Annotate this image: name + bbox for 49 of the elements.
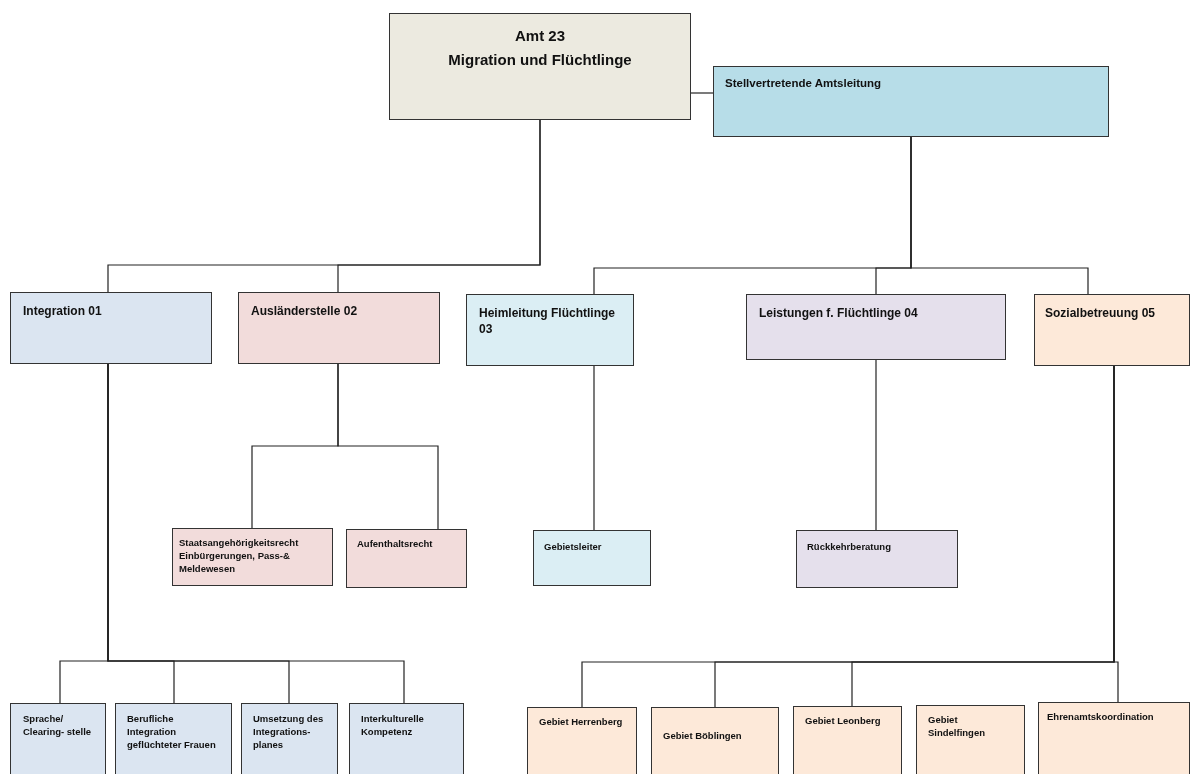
unit-title: Gebiet Herrenberg xyxy=(539,716,624,729)
unit-title: Berufliche Integration geflüchteter Frauen xyxy=(127,713,217,752)
org-box xyxy=(349,703,464,774)
org-box xyxy=(466,294,634,366)
unit-title: Aufenthaltsrecht xyxy=(357,538,434,551)
connector-line xyxy=(337,363,439,530)
connector-line xyxy=(910,136,1089,295)
connector-line xyxy=(337,119,541,293)
org-box xyxy=(1034,294,1190,366)
org-box xyxy=(115,703,232,774)
unit-title: Rückkehrberatung xyxy=(807,541,892,554)
unit-title: Amt 23 xyxy=(514,26,566,46)
org-box xyxy=(10,292,212,364)
unit-title: Interkulturelle Kompetenz xyxy=(361,713,425,739)
unit-title: Sozialbetreuung 05 xyxy=(1045,305,1157,322)
org-box xyxy=(796,530,958,588)
connector-line xyxy=(1113,365,1119,703)
org-box xyxy=(533,530,651,586)
unit-title: Gebiet Leonberg xyxy=(805,715,882,728)
org-box xyxy=(916,705,1025,774)
unit-title: Sprache/ Clearing- stelle xyxy=(23,713,93,739)
unit-title: Gebietsleiter xyxy=(544,541,603,554)
org-box xyxy=(172,528,333,586)
unit-title: Stellvertretende Amtsleitung xyxy=(725,76,883,91)
unit-subtitle: Migration und Flüchtlinge xyxy=(447,50,633,70)
unit-title: Ausländerstelle 02 xyxy=(251,303,359,320)
org-box xyxy=(651,707,779,774)
connector-line xyxy=(593,365,595,531)
connector-line xyxy=(875,359,877,531)
unit-title: Gebiet Böblingen xyxy=(663,730,743,743)
connector-line xyxy=(107,363,405,704)
org-box xyxy=(389,13,691,120)
org-box xyxy=(793,706,902,774)
org-box xyxy=(1038,702,1190,774)
org-box xyxy=(346,529,467,588)
org-box xyxy=(527,707,637,774)
unit-title: Integration 01 xyxy=(23,303,103,320)
org-box xyxy=(746,294,1006,360)
org-box xyxy=(713,66,1109,137)
unit-title: Gebiet Sindelfingen xyxy=(928,714,986,740)
unit-title: Umsetzung des Integrations- planes xyxy=(253,713,325,752)
connector-line xyxy=(690,92,714,94)
org-box xyxy=(241,703,338,774)
unit-title: Staatsangehörigkeitsrecht Einbürgerungen, Pass-& Meldewesen xyxy=(179,537,300,576)
org-box xyxy=(238,292,440,364)
unit-title: Heimleitung Flüchtlinge 03 xyxy=(479,305,616,338)
unit-title: Ehrenamtskoordination xyxy=(1047,711,1155,724)
unit-title: Leistungen f. Flüchtlinge 04 xyxy=(759,305,919,322)
org-box xyxy=(10,703,106,774)
